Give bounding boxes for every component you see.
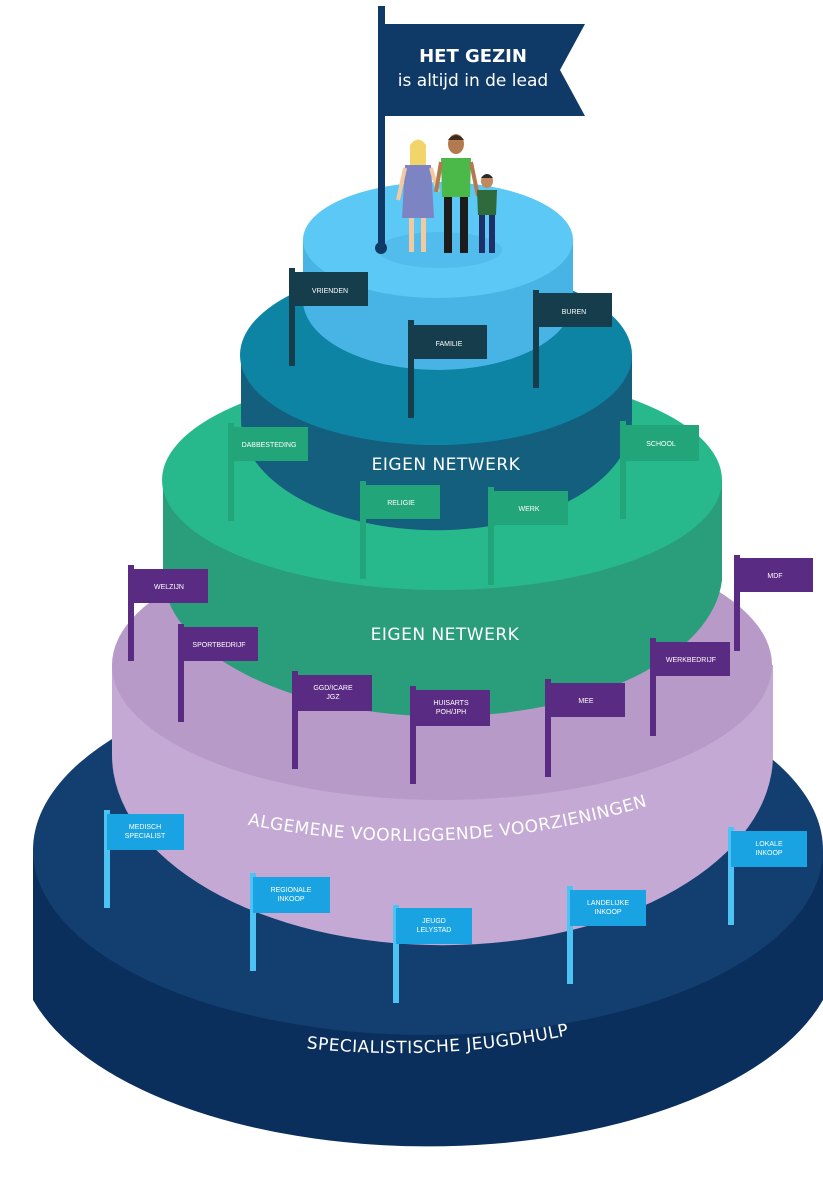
header-flag-title: HET GEZIN: [419, 46, 527, 67]
svg-text:VRIENDEN: VRIENDEN: [312, 288, 348, 295]
svg-text:WERK: WERK: [519, 506, 540, 513]
header-flag-subtitle: is altijd in de lead: [398, 71, 548, 91]
flag-welzijn: WELZIJN: [128, 565, 208, 661]
flag-familie: FAMILIE: [408, 320, 487, 418]
svg-text:MDF: MDF: [767, 573, 782, 580]
flag-sportbedrijf: SPORTBEDRIJF: [178, 624, 258, 722]
flag-vrienden: VRIENDEN: [289, 268, 368, 366]
person-icon: [434, 134, 480, 253]
green-flags: DABBESTEDING RELIGIE WERK SCHOOL: [228, 421, 699, 585]
header-flag-banner: [385, 24, 585, 116]
family-figures: [396, 134, 497, 253]
flag-mee: MEE: [545, 679, 625, 777]
svg-text:RELIGIE: RELIGIE: [387, 500, 415, 507]
person-icon: [396, 139, 440, 252]
header-flag: HET GEZIN is altijd in de lead: [375, 6, 585, 254]
flag-school: SCHOOL: [620, 421, 699, 519]
teal-flags: VRIENDEN FAMILIE BUREN: [289, 268, 612, 418]
layer-top: [303, 182, 573, 370]
person-icon: [477, 174, 497, 253]
svg-text:SCHOOL: SCHOOL: [646, 441, 676, 448]
flag-dabbesteding: DABBESTEDING: [228, 423, 308, 521]
svg-text:MEE: MEE: [578, 698, 594, 705]
svg-text:BUREN: BUREN: [562, 309, 587, 316]
svg-text:WERKBEDRIJF: WERKBEDRIJF: [666, 657, 716, 664]
svg-text:FAMILIE: FAMILIE: [436, 341, 463, 348]
flag-werk: WERK: [488, 487, 568, 585]
layer-teal-label: EIGEN NETWERK: [372, 455, 521, 475]
header-flag-pole: [378, 6, 385, 248]
layer-green-label: EIGEN NETWERK: [371, 625, 520, 645]
header-flag-pole-base: [375, 242, 387, 254]
flag-religie: RELIGIE: [360, 481, 440, 579]
flag-werkbedrijf: WERKBEDRIJF: [650, 638, 730, 736]
flag-buren: BUREN: [533, 290, 612, 388]
flag-mdf: MDF: [734, 555, 813, 651]
svg-text:DABBESTEDING: DABBESTEDING: [242, 442, 297, 449]
svg-text:SPORTBEDRIJF: SPORTBEDRIJF: [192, 642, 245, 649]
svg-text:WELZIJN: WELZIJN: [154, 584, 184, 591]
